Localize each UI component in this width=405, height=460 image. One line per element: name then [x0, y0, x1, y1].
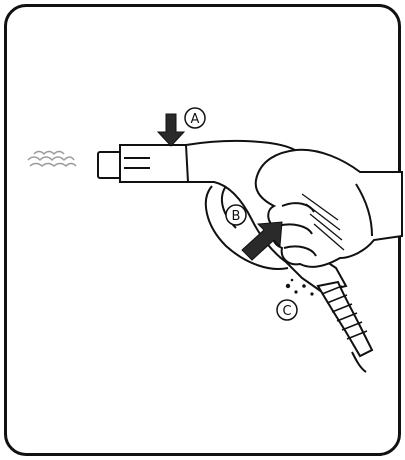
callout-c: C	[277, 300, 297, 320]
gun-hose	[318, 282, 372, 372]
gun-barrel	[98, 145, 188, 182]
press-arrow-icon	[158, 114, 184, 146]
callout-b: B	[226, 205, 246, 225]
svg-text:C: C	[282, 304, 291, 319]
callout-a: A	[185, 108, 205, 128]
spray-cloud-icon	[28, 152, 76, 167]
svg-text:A: A	[191, 112, 200, 127]
svg-text:B: B	[232, 209, 241, 224]
